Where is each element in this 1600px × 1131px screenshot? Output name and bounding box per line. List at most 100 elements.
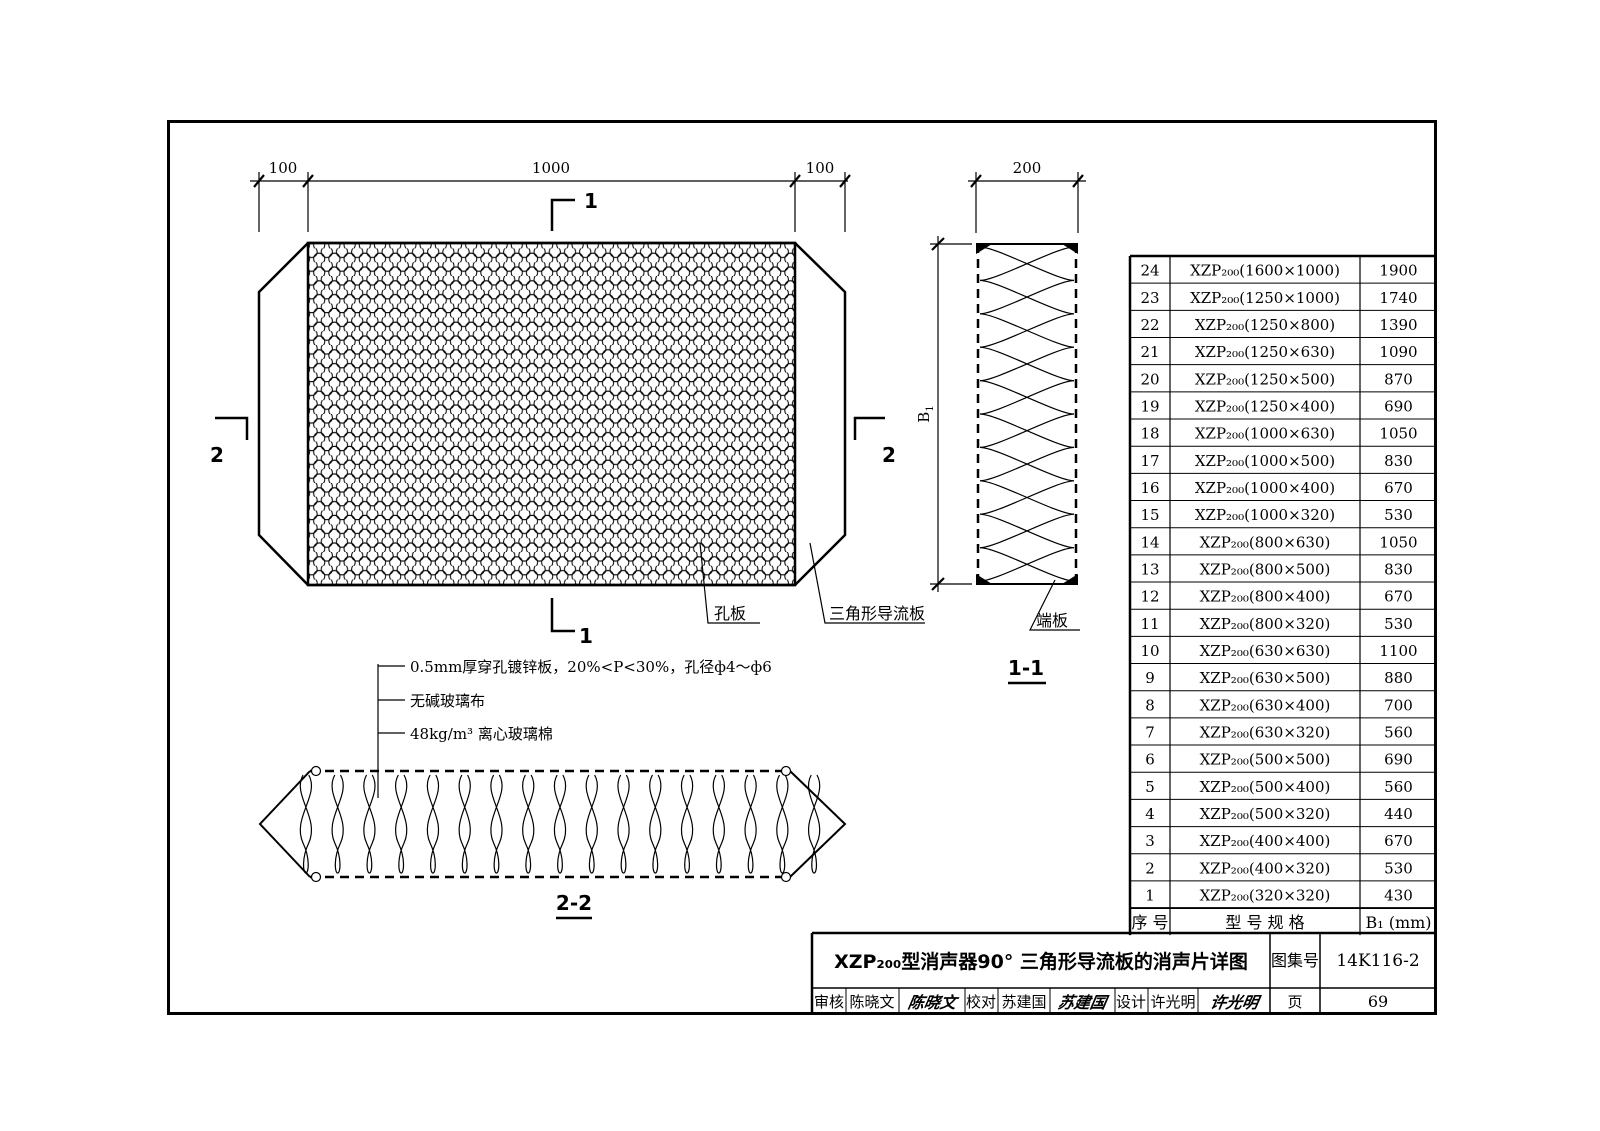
wool-lobe <box>979 413 1075 448</box>
dim-width-200: 200 <box>1013 159 1042 177</box>
table-cell: 690 <box>1384 751 1413 769</box>
wool-lobe <box>979 547 1075 582</box>
endplate-corners <box>976 244 1078 584</box>
table-cell: 560 <box>1384 723 1413 741</box>
section-mark-2 <box>215 416 885 440</box>
wool-lobe <box>299 774 313 874</box>
designer-name: 许光明 <box>1150 993 1195 1011</box>
table-cell: 19 <box>1140 397 1159 415</box>
endplate-leader <box>1029 579 1080 631</box>
dim-height-b: B <box>915 412 933 423</box>
atlas-label: 图集号 <box>1271 951 1319 970</box>
table-cell: 1050 <box>1379 533 1417 551</box>
wool-lobe <box>458 774 471 874</box>
checker-signature: 苏建国 <box>1057 993 1111 1012</box>
plan-dimension-lines <box>250 172 851 232</box>
wool-lobe <box>776 774 789 874</box>
wool-lobe <box>490 774 503 874</box>
wool-lobe <box>585 774 598 874</box>
wool-lobe <box>744 774 757 874</box>
drawing-frame <box>167 120 1437 1015</box>
table-cell: 16 <box>1140 479 1159 497</box>
table-cell: XZP₂₀₀(1250×400) <box>1195 397 1335 415</box>
dim-left-100: 100 <box>269 159 298 177</box>
table-cell: XZP₂₀₀(400×400) <box>1200 832 1331 850</box>
table-cell: 670 <box>1384 832 1413 850</box>
wool-lobe <box>979 313 1075 348</box>
table-cell: XZP₂₀₀(1600×1000) <box>1190 262 1340 280</box>
table-cell: 18 <box>1140 425 1159 443</box>
wool-lobe <box>712 774 725 874</box>
table-cell: 440 <box>1384 805 1413 823</box>
table-cell: 23 <box>1140 289 1159 307</box>
table-cell: 9 <box>1145 669 1155 687</box>
table-cell: XZP₂₀₀(1000×400) <box>1195 479 1335 497</box>
design-label: 设计 <box>1116 993 1146 1011</box>
table-cell: 560 <box>1384 778 1413 796</box>
table-cell: XZP₂₀₀(1250×630) <box>1195 343 1335 361</box>
section-1-1-dimensions <box>930 172 1086 592</box>
wool-lobe <box>426 774 440 874</box>
table-cell: 11 <box>1140 615 1159 633</box>
table-cell: 670 <box>1384 588 1413 606</box>
title-block: XZP₂₀₀型消声器90° 三角形导流板的消声片详图 图集号 14K116-2 … <box>810 931 1437 1015</box>
plan-leaders <box>699 542 925 624</box>
table-cell: 690 <box>1384 397 1413 415</box>
table-cell: 1900 <box>1379 262 1417 280</box>
table-cell: XZP₂₀₀(1000×320) <box>1195 506 1335 524</box>
table-cell: 1050 <box>1379 425 1417 443</box>
table-cell: 7 <box>1145 723 1155 741</box>
atlas-number: 14K116-2 <box>1336 951 1419 971</box>
plan-view: 100 1000 100 1 1 2 2 孔板 三角形导流板 <box>210 159 925 648</box>
label-endplate: 端板 <box>1036 611 1068 630</box>
section-2-2: 0.5mm厚穿孔镀锌板，20%<P<30%，孔径ф4～ф6 无碱玻璃布 48kg… <box>258 658 847 920</box>
table-header: B₁ (mm) <box>1365 913 1431 932</box>
table-cell: 530 <box>1384 615 1413 633</box>
table-cell: XZP₂₀₀(630×320) <box>1200 723 1331 741</box>
table-cell: 15 <box>1140 506 1159 524</box>
label-perforated-plate: 孔板 <box>714 604 746 623</box>
wool-lobe <box>979 246 1075 281</box>
table-cell: 6 <box>1145 751 1155 769</box>
wool-lobe <box>395 774 408 874</box>
page-label: 页 <box>1287 993 1302 1011</box>
rivets <box>310 765 792 883</box>
title-block-grid <box>810 931 1437 1015</box>
table-cell: XZP₂₀₀(500×500) <box>1200 751 1331 769</box>
dim-center-1000: 1000 <box>532 159 570 177</box>
table-cell: 880 <box>1384 669 1413 687</box>
designer-signature: 许光明 <box>1209 993 1263 1012</box>
wool-lobe <box>617 774 630 874</box>
section-1-top-label: 1 <box>584 189 598 213</box>
spec-table-grid <box>1128 254 1437 936</box>
section-2-2-title: 2-2 <box>556 891 592 915</box>
reviewer-signature: 陈晓文 <box>907 993 961 1012</box>
table-cell: XZP₂₀₀(1000×500) <box>1195 452 1335 470</box>
table-cell: 17 <box>1140 452 1159 470</box>
table-cell: XZP₂₀₀(630×630) <box>1200 642 1331 660</box>
perforated-plate <box>306 241 797 587</box>
table-cell: 700 <box>1384 696 1413 714</box>
table-cell: 1100 <box>1379 642 1417 660</box>
section-mark-1 <box>550 198 575 633</box>
table-cell: XZP₂₀₀(500×320) <box>1200 805 1331 823</box>
glass-wool-1-1 <box>979 246 1075 582</box>
dim-height-sub: 1 <box>925 405 936 411</box>
dim-right-100: 100 <box>806 159 835 177</box>
table-cell: XZP₂₀₀(1250×800) <box>1195 316 1335 334</box>
table-cell: 5 <box>1145 778 1155 796</box>
section-1-bottom-label: 1 <box>579 624 593 648</box>
layer-callout-ticks <box>378 665 405 734</box>
dim-height-b1: B1 <box>915 405 936 422</box>
review-label: 审核 <box>814 993 844 1011</box>
layer-glass-cloth: 无碱玻璃布 <box>410 692 485 710</box>
wool-lobe <box>979 346 1075 382</box>
table-cell: 14 <box>1140 533 1159 551</box>
table-cell: 13 <box>1140 560 1159 578</box>
table-cell: 830 <box>1384 452 1413 470</box>
wool-lobe <box>363 774 376 874</box>
section-2-right-label: 2 <box>882 443 896 467</box>
